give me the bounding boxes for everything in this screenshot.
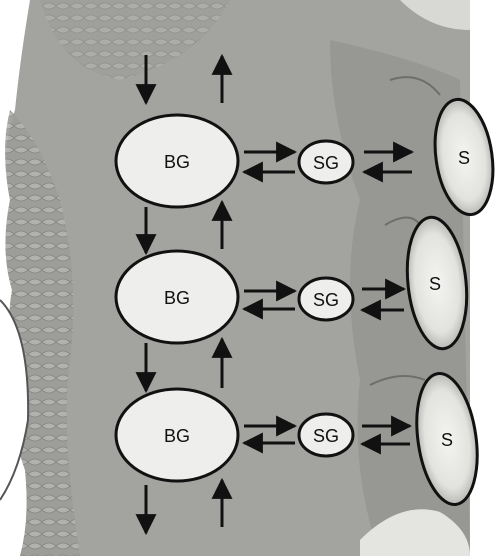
sg-node-3: SG [299,414,353,456]
bg-node-2: BG [116,251,238,343]
sg-node-label: SG [313,290,339,310]
bg-node-3: BG [116,389,238,481]
tissue-background [0,0,475,556]
bg-node-label: BG [164,152,190,172]
bg-node-label: BG [164,426,190,446]
sg-node-1: SG [299,141,353,183]
s-node-label: S [458,148,470,168]
sg-node-2: SG [299,278,353,320]
bg-node-label: BG [164,288,190,308]
sg-node-label: SG [313,426,339,446]
s-node-label: S [441,430,453,450]
sg-node-label: SG [313,153,339,173]
s-node-label: S [429,274,441,294]
bg-node-1: BG [116,115,238,207]
